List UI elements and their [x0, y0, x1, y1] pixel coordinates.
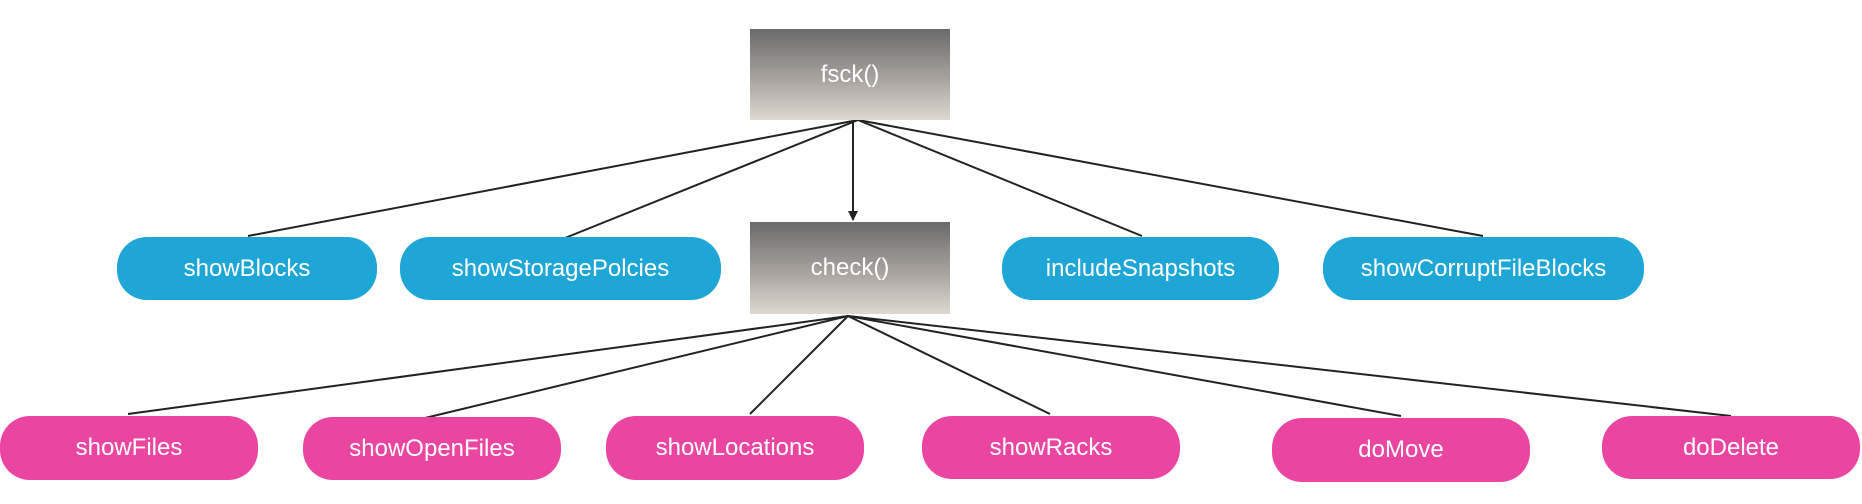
option-label: showBlocks: [183, 254, 311, 282]
option-show-blocks: showBlocks: [117, 237, 377, 300]
check-option-show-racks: showRacks: [922, 416, 1180, 479]
option-label: includeSnapshots: [1045, 254, 1236, 282]
check-function-label: check(): [810, 254, 890, 281]
edge-check-dodelete: [847, 315, 1732, 417]
check-option-label: showRacks: [989, 433, 1113, 461]
check-option-do-move: doMove: [1272, 418, 1530, 482]
edge-check-domove: [847, 315, 1402, 417]
edge-check-showracks: [847, 315, 1051, 415]
option-include-snapshots: includeSnapshots: [1002, 237, 1279, 300]
check-function-box: check(): [750, 222, 950, 314]
check-option-do-delete: doDelete: [1602, 416, 1860, 479]
check-option-show-open-files: showOpenFiles: [303, 417, 561, 480]
edge-check-showfiles: [127, 315, 849, 415]
fsck-function-box: fsck(): [750, 29, 950, 120]
edge-fsck-showstoragepolcies: [559, 119, 859, 241]
edge-fsck-showcorruptfileblocks: [857, 119, 1484, 237]
option-show-corrupt-file-blocks: showCorruptFileBlocks: [1323, 237, 1644, 300]
check-option-label: showLocations: [655, 434, 815, 461]
fsck-function-label: fsck(): [820, 60, 880, 88]
edge-fsck-showblocks: [247, 119, 859, 237]
option-label: showStoragePolcies: [451, 254, 670, 282]
option-show-storage-polcies: showStoragePolcies: [400, 237, 721, 300]
option-label: showCorruptFileBlocks: [1360, 254, 1607, 282]
check-option-show-locations: showLocations: [606, 416, 864, 480]
check-option-show-files: showFiles: [0, 416, 258, 480]
check-option-label: showOpenFiles: [349, 434, 515, 462]
edge-check-showlocations: [749, 315, 849, 415]
check-option-label: showFiles: [75, 434, 183, 461]
check-option-label: doDelete: [1682, 433, 1780, 461]
edge-check-showopenfiles: [424, 315, 849, 419]
edge-fsck-includesnapshots: [857, 119, 1143, 237]
check-option-label: doMove: [1358, 436, 1444, 463]
